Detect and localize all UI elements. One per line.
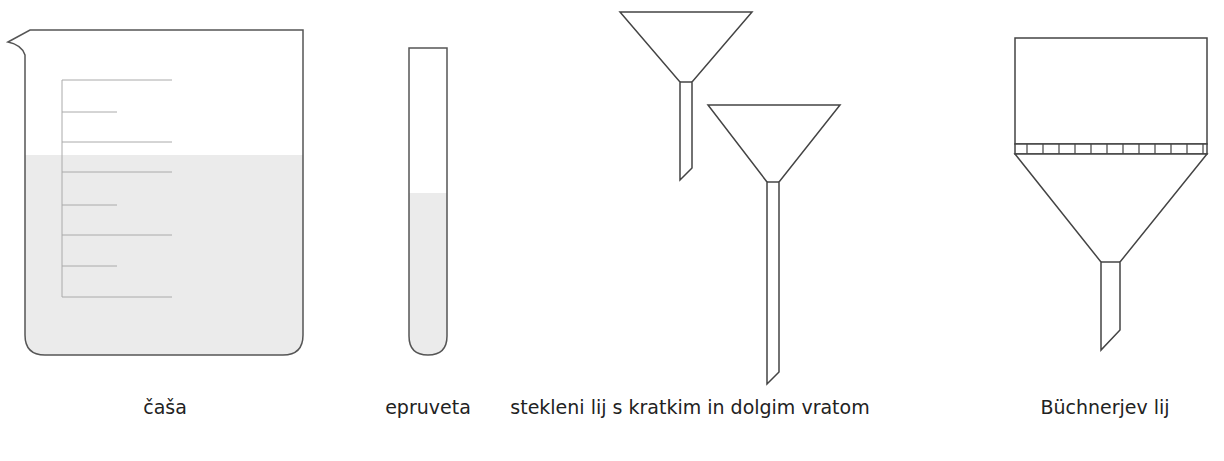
- plate-hole: [1026, 144, 1027, 154]
- plate-hole: [1122, 144, 1123, 154]
- plate-hole: [1106, 144, 1107, 154]
- equipment-label: čaša: [143, 396, 187, 418]
- plate-hole: [1154, 144, 1155, 154]
- equipment-label: epruveta: [385, 396, 471, 418]
- equipment-label: stekleni lij s kratkim in dolgim vratom: [510, 396, 869, 418]
- plate-hole: [1170, 144, 1171, 154]
- plate-hole: [1042, 144, 1043, 154]
- plate-hole: [1074, 144, 1075, 154]
- test-tube: [409, 48, 447, 355]
- equipment-label: Büchnerjev lij: [1040, 396, 1169, 418]
- beaker: [8, 30, 303, 355]
- plate-hole: [1202, 144, 1203, 154]
- plate-hole: [1186, 144, 1187, 154]
- plate-hole: [1138, 144, 1139, 154]
- plate-hole: [1058, 144, 1059, 154]
- long-neck-funnel: [708, 105, 840, 384]
- short-neck-funnel: [620, 12, 752, 180]
- plate-hole: [1090, 144, 1091, 154]
- buchner-funnel: [1015, 38, 1207, 350]
